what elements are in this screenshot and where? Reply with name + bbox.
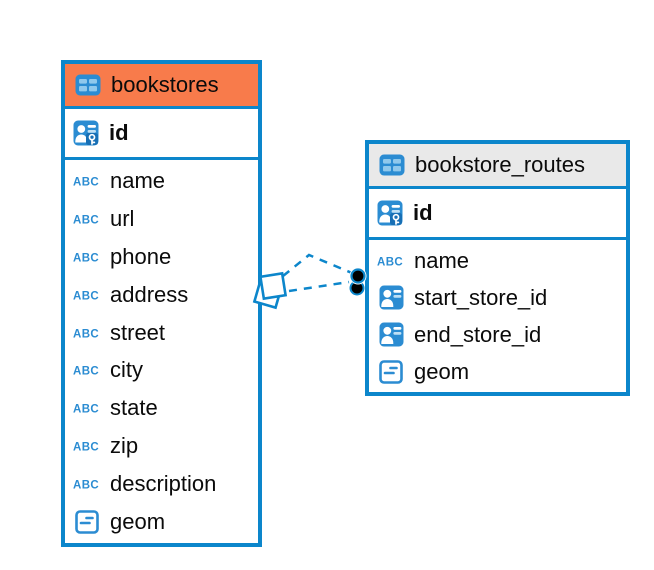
column-name: name [414,247,470,273]
svg-text:ABC: ABC [73,404,99,416]
text-type-icon: ABC [73,401,101,416]
text-type-icon: ABC [73,174,101,188]
column-row-name[interactable]: ABC name [65,162,258,200]
column-row-zip[interactable]: ABC zip [65,427,258,465]
object-type-icon [377,359,405,384]
column-name: geom [110,509,166,535]
text-type-icon: ABC [73,363,101,378]
primary-key-icon [72,120,100,146]
column-name: id [109,120,129,145]
column-row-city[interactable]: ABC city [65,352,258,390]
text-type-icon: ABC [73,326,101,340]
text-type-icon: ABC [73,439,101,454]
column-name: url [110,205,135,231]
primary-key-icon [376,200,404,226]
svg-text:ABC: ABC [73,442,99,454]
primary-key-row[interactable]: id [65,109,258,160]
column-row-name[interactable]: ABC name [369,242,626,279]
column-name: end_store_id [414,321,542,347]
svg-text:ABC: ABC [73,290,99,302]
svg-text:ABC: ABC [73,366,99,378]
column-name: state [110,395,158,421]
column-name: name [110,167,166,193]
column-row-address[interactable]: ABC address [65,276,258,314]
column-row-geom[interactable]: geom [369,353,626,390]
primary-key-row[interactable]: id [369,189,626,240]
table-header-bookstores[interactable]: bookstores [65,64,258,109]
column-name: phone [110,243,172,269]
column-row-url[interactable]: ABC url [65,200,258,238]
column-row-end_store_id[interactable]: end_store_id [369,316,626,353]
column-name: geom [414,358,470,384]
table-icon [74,74,102,96]
text-type-icon: ABC [73,212,101,226]
table-bookstore-routes[interactable]: bookstore_routes id ABC name start_store_i… [365,140,630,396]
column-name: address [110,281,189,307]
column-name: start_store_id [414,284,548,310]
double-dot-icon[interactable] [349,267,367,296]
column-row-description[interactable]: ABC description [65,465,258,503]
column-row-geom[interactable]: geom [65,503,258,541]
table-header-bookstore-routes[interactable]: bookstore_routes [369,144,626,189]
object-type-icon [73,510,101,534]
column-name: street [110,319,166,345]
svg-text:ABC: ABC [377,256,403,268]
foreign-key-icon [377,285,405,310]
text-type-icon: ABC [73,477,101,492]
table-title: bookstores [111,72,219,97]
column-name: city [110,357,143,383]
text-type-icon: ABC [377,254,405,268]
foreign-key-icon [377,322,405,347]
column-row-start_store_id[interactable]: start_store_id [369,279,626,316]
column-name: description [110,471,217,497]
svg-text:ABC: ABC [73,252,99,264]
relationship-line-upper[interactable] [282,253,353,277]
svg-text:ABC: ABC [73,214,99,226]
table-title: bookstore_routes [415,152,585,177]
table-icon [378,154,406,176]
text-type-icon: ABC [73,288,101,302]
column-row-street[interactable]: ABC street [65,314,258,352]
column-row-phone[interactable]: ABC phone [65,238,258,276]
text-type-icon: ABC [73,250,101,264]
svg-text:ABC: ABC [73,176,99,188]
svg-text:ABC: ABC [73,328,99,340]
column-name: id [413,200,433,225]
svg-text:ABC: ABC [73,480,99,492]
column-row-state[interactable]: ABC state [65,389,258,427]
column-name: zip [110,433,139,459]
relationship-line-lower[interactable] [288,280,350,293]
